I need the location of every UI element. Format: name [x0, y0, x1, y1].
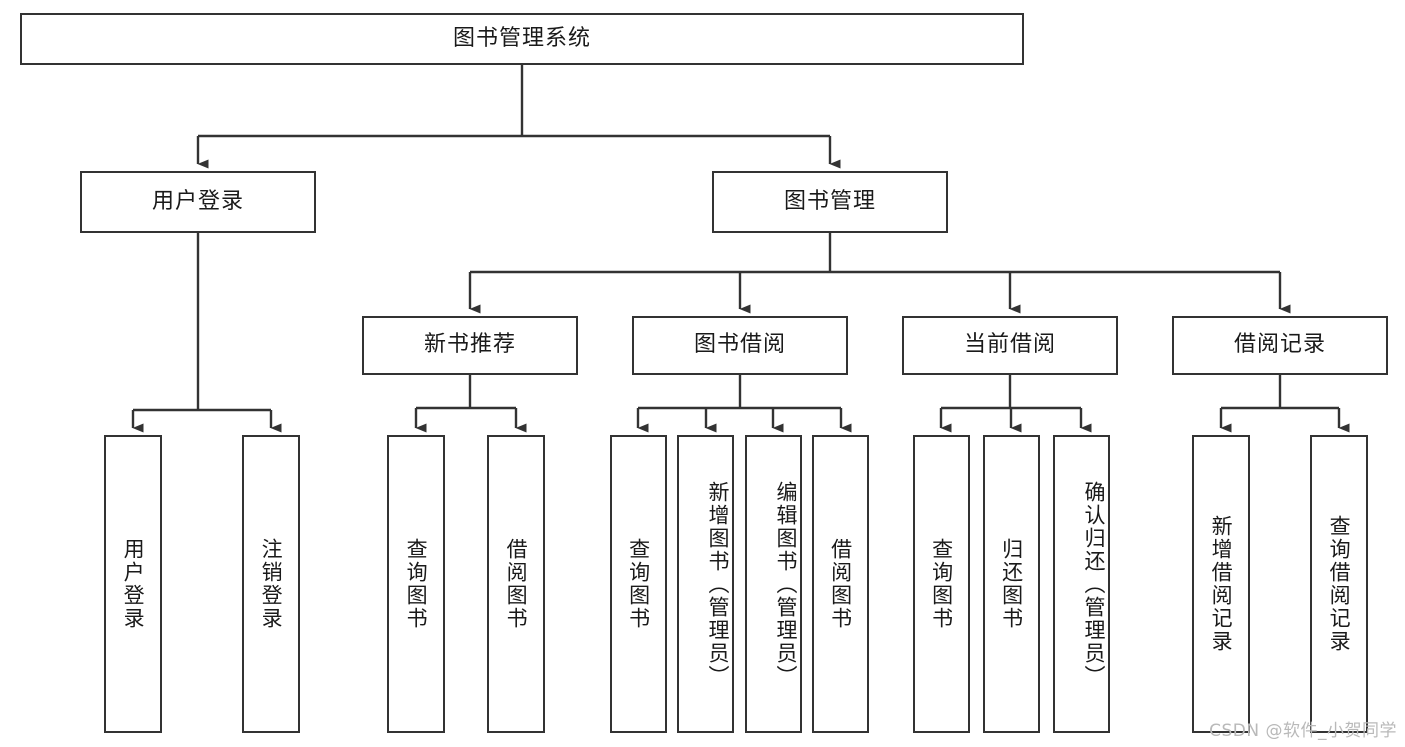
node-borrow-record[interactable]: 借阅记录	[1172, 316, 1388, 375]
leaf-user-login[interactable]: 用户登录	[104, 435, 162, 733]
leaf-query-book-recommend[interactable]: 查询图书	[387, 435, 445, 733]
leaf-query-book-borrow[interactable]: 查询图书	[610, 435, 667, 733]
leaf-add-borrow-record[interactable]: 新增借阅记录	[1192, 435, 1250, 733]
node-new-book-recommend[interactable]: 新书推荐	[362, 316, 578, 375]
leaf-confirm-return-admin[interactable]: 确认归还（管理员）	[1053, 435, 1110, 733]
node-root[interactable]: 图书管理系统	[20, 13, 1024, 65]
leaf-borrow-book[interactable]: 借阅图书	[812, 435, 869, 733]
leaf-query-borrow-record[interactable]: 查询借阅记录	[1310, 435, 1368, 733]
node-book-borrow[interactable]: 图书借阅	[632, 316, 848, 375]
leaf-query-book-current[interactable]: 查询图书	[913, 435, 970, 733]
watermark-text: CSDN @软件_小贺同学	[1209, 721, 1397, 741]
node-user-login[interactable]: 用户登录	[80, 171, 316, 233]
node-current-borrow[interactable]: 当前借阅	[902, 316, 1118, 375]
leaf-add-book-admin[interactable]: 新增图书（管理员）	[677, 435, 734, 733]
node-book-management[interactable]: 图书管理	[712, 171, 948, 233]
leaf-edit-book-admin[interactable]: 编辑图书（管理员）	[745, 435, 802, 733]
leaf-return-book[interactable]: 归还图书	[983, 435, 1040, 733]
leaf-logout-login[interactable]: 注销登录	[242, 435, 300, 733]
leaf-borrow-book-recommend[interactable]: 借阅图书	[487, 435, 545, 733]
